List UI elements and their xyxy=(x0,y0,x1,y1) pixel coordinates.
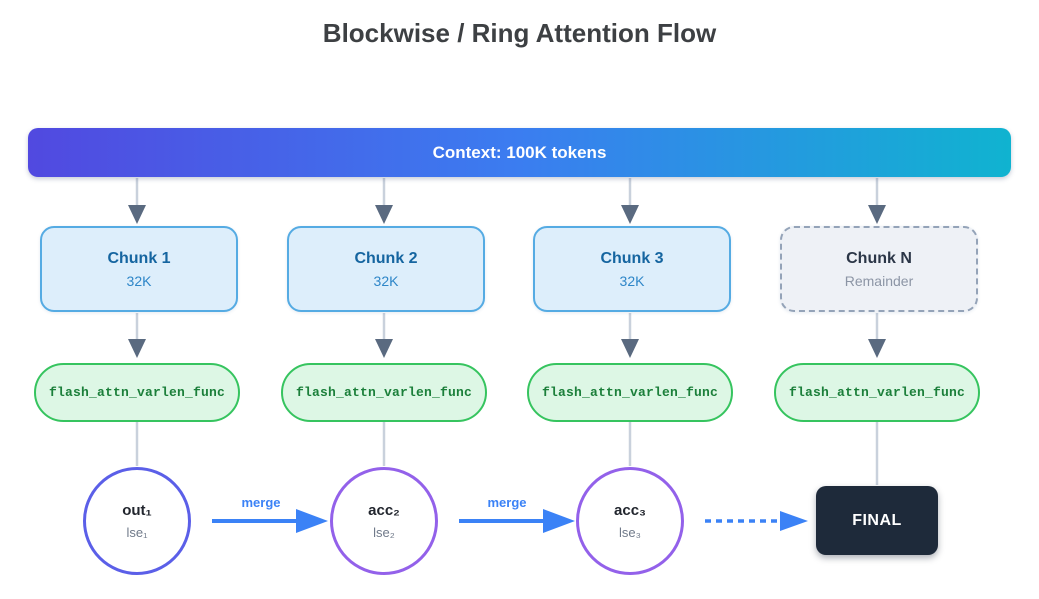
out1-title: out₁ xyxy=(122,502,152,519)
acc3-subtitle: lse₃ xyxy=(619,525,641,540)
chunk-2-title: Chunk 2 xyxy=(354,249,418,267)
arrow-chunk-to-func-n xyxy=(868,313,886,358)
func-pill-3: flash_attn_varlen_func xyxy=(527,363,733,422)
diagram-title: Blockwise / Ring Attention Flow xyxy=(322,18,717,48)
merge-arrow-1 xyxy=(212,509,328,533)
out1-subtitle: lse₁ xyxy=(126,525,148,540)
acc2-title: acc₂ xyxy=(368,502,400,519)
context-banner-label: Context: 100K tokens xyxy=(432,142,607,162)
func-pill-2-label: flash_attn_varlen_func xyxy=(295,385,473,400)
func-pill-1-label: flash_attn_varlen_func xyxy=(48,385,226,400)
chunk-3-title: Chunk 3 xyxy=(600,249,664,267)
arrow-banner-to-chunk-n xyxy=(868,178,886,224)
arrow-chunk-to-func-2 xyxy=(375,313,393,358)
chunk-1-box: Chunk 1 32K xyxy=(40,226,238,312)
merge-label-1: merge xyxy=(241,495,281,510)
arrow-chunk-to-func-1 xyxy=(128,313,146,358)
func-pill-n-label: flash_attn_varlen_func xyxy=(788,385,966,400)
func-pill-2: flash_attn_varlen_func xyxy=(281,363,487,422)
acc3-title: acc₃ xyxy=(614,502,646,519)
chunk-n-subtitle: Remainder xyxy=(844,272,914,289)
arrow-banner-to-chunk-1 xyxy=(128,178,146,224)
chunk-n-title: Chunk N xyxy=(846,249,912,267)
dashed-arrow-to-final xyxy=(705,511,808,531)
chunk-3-box: Chunk 3 32K xyxy=(533,226,731,312)
acc3-circle: acc₃ lse₃ xyxy=(576,467,684,575)
context-banner: Context: 100K tokens xyxy=(28,128,1011,177)
func-pill-1: flash_attn_varlen_func xyxy=(34,363,240,422)
chunk-1-title: Chunk 1 xyxy=(107,249,171,267)
chunk-1-subtitle: 32K xyxy=(126,272,152,289)
arrow-banner-to-chunk-2 xyxy=(375,178,393,224)
func-pill-3-label: flash_attn_varlen_func xyxy=(541,385,719,400)
acc2-circle: acc₂ lse₂ xyxy=(330,467,438,575)
merge-arrow-2 xyxy=(459,509,575,533)
final-label: FINAL xyxy=(852,511,902,529)
chunk-n-box: Chunk N Remainder xyxy=(780,226,978,312)
arrow-banner-to-chunk-3 xyxy=(621,178,639,224)
chunk-2-subtitle: 32K xyxy=(373,272,399,289)
arrow-chunk-to-func-3 xyxy=(621,313,639,358)
merge-label-2: merge xyxy=(487,495,527,510)
final-box: FINAL xyxy=(816,486,938,555)
chunk-3-subtitle: 32K xyxy=(619,272,645,289)
chunk-2-box: Chunk 2 32K xyxy=(287,226,485,312)
func-pill-n: flash_attn_varlen_func xyxy=(774,363,980,422)
out1-circle: out₁ lse₁ xyxy=(83,467,191,575)
acc2-subtitle: lse₂ xyxy=(373,525,395,540)
